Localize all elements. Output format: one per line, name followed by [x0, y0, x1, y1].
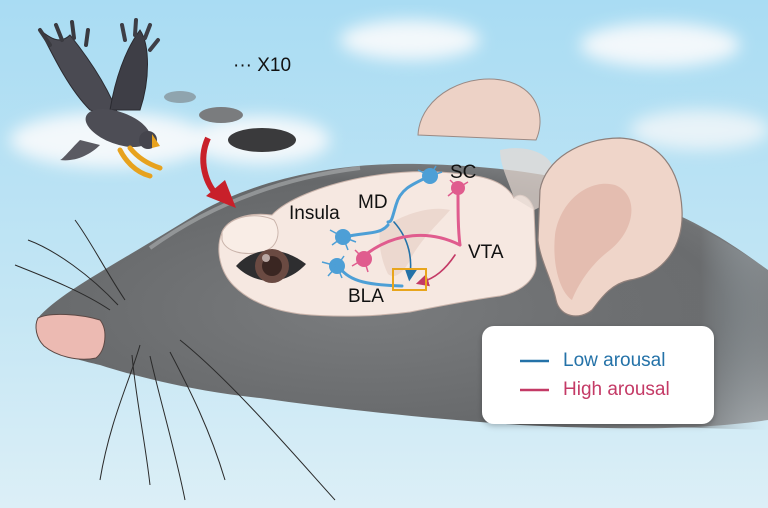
- label-md: MD: [358, 192, 388, 213]
- label-sc: SC: [450, 162, 476, 183]
- nose: [35, 313, 106, 360]
- pathway-vta-pink: [363, 233, 462, 257]
- bla-highlight-box: [392, 268, 427, 291]
- neuron-vta-pink: [447, 179, 469, 197]
- pathway-sc-vta: [456, 188, 462, 247]
- back-ear: [417, 78, 541, 141]
- eagle-predator: [38, 18, 163, 179]
- looming-stimulus: [164, 91, 296, 152]
- label-bla: BLA: [348, 286, 384, 307]
- neuron-insula-blue: [329, 229, 357, 251]
- shadow-medium: [199, 107, 243, 123]
- label-vta: VTA: [468, 242, 504, 263]
- pathway-sc-md: [386, 174, 432, 224]
- neuron-sc-blue: [417, 165, 443, 184]
- neuron-insula-pink: [351, 249, 373, 273]
- pathway-md-bla: [393, 221, 418, 282]
- inner-ear: [554, 183, 632, 300]
- legend-high-label: High arousal: [563, 379, 670, 400]
- whiskers: [14, 219, 336, 501]
- eye: [236, 249, 306, 283]
- legend-low-label: Low arousal: [563, 350, 665, 371]
- olfactory-bulb: [221, 215, 279, 254]
- stimulus-arrowhead: [206, 180, 236, 208]
- fur-highlight: [148, 166, 361, 250]
- legend: Low arousal High arousal: [482, 326, 714, 424]
- label-insula: Insula: [289, 203, 340, 224]
- shadow-large: [228, 128, 296, 152]
- shadow-small: [164, 91, 196, 103]
- neuron-insula2-blue: [321, 255, 345, 279]
- legend-box: [482, 326, 714, 424]
- repeat-label: ··· X10: [233, 55, 291, 76]
